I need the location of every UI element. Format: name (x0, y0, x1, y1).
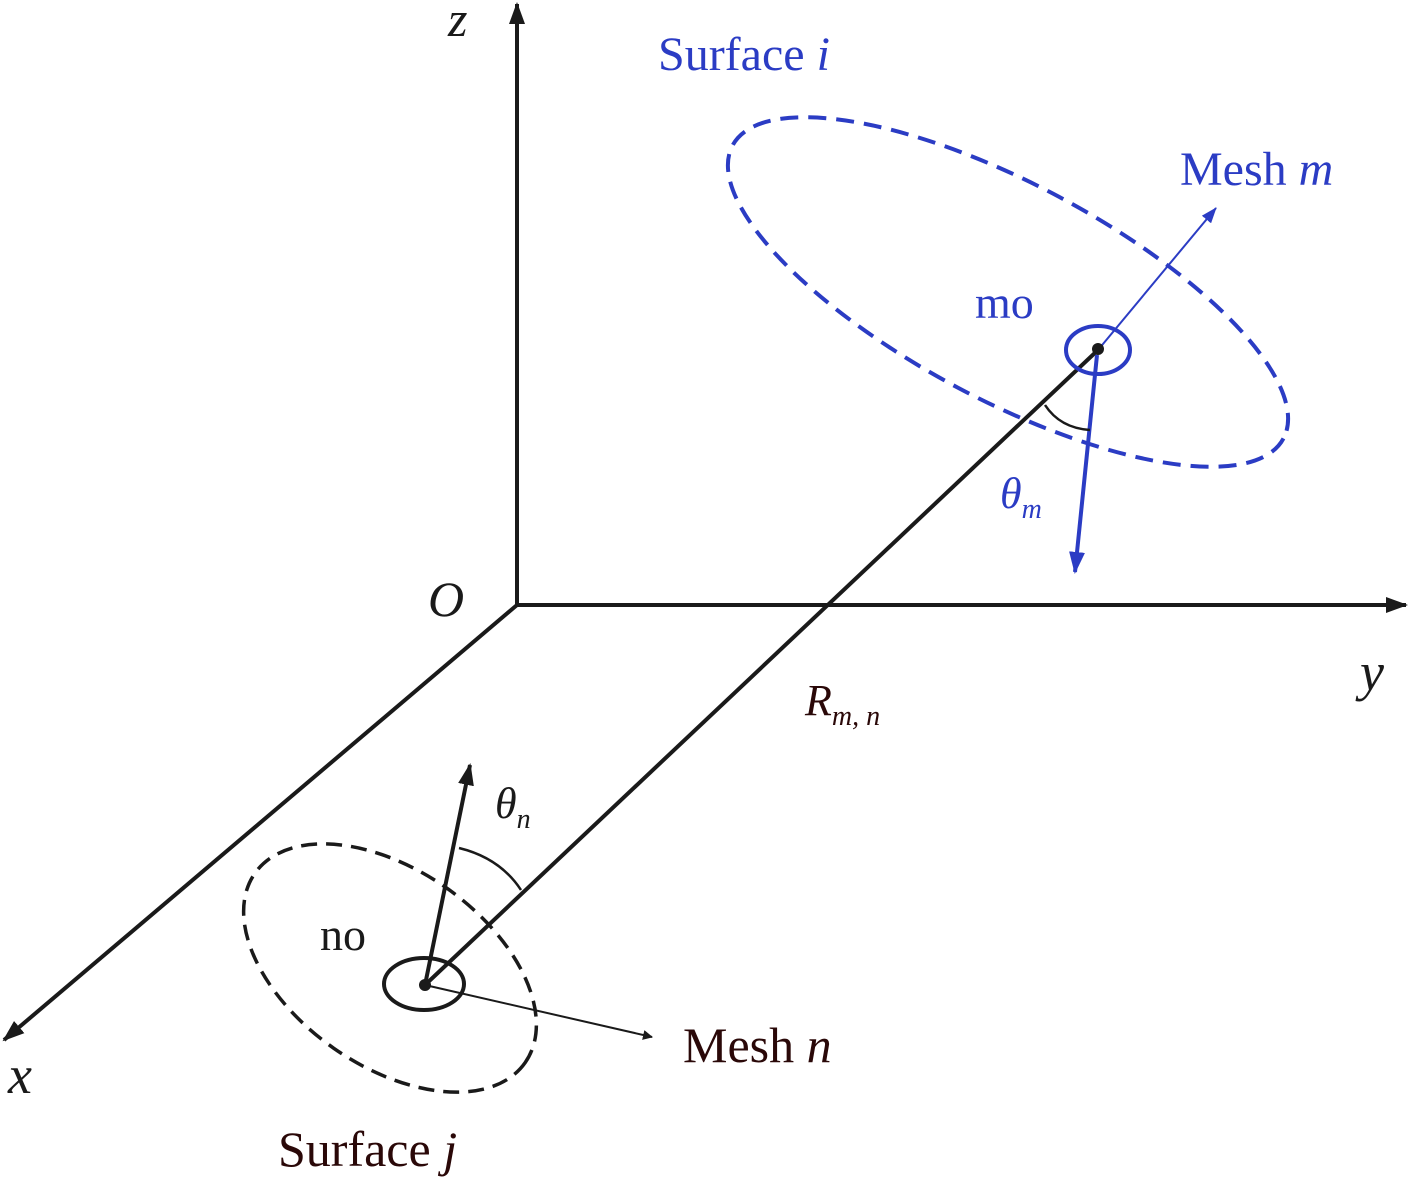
theta-m-arc (1043, 404, 1091, 432)
mesh-m-pointer (1097, 207, 1217, 351)
z-axis-label: z (447, 0, 467, 47)
x-axis-label: x (7, 1045, 32, 1105)
mesh-m-element (1064, 324, 1132, 376)
surface-i-label: Surface i (658, 28, 830, 81)
normal-m-arrow (1069, 354, 1099, 574)
theta-n-arc (458, 846, 523, 891)
x-axis (2, 603, 519, 1042)
normal-n-arrow (423, 763, 474, 986)
point-mo-dot (1092, 343, 1104, 355)
mesh-n-label: Mesh n (683, 1017, 832, 1073)
mesh-n-pointer (424, 984, 653, 1040)
point-no-dot (419, 979, 431, 991)
theta-m-label: θm (1000, 469, 1042, 525)
surface-i-ellipse (725, 115, 1291, 469)
surface-j-label: Surface j (278, 1121, 457, 1177)
origin-label: O (428, 571, 464, 627)
y-axis-label: y (1355, 642, 1384, 702)
mesh-n-element (382, 956, 466, 1012)
point-no-label: no (320, 909, 366, 960)
theta-n-label: θn (495, 779, 531, 835)
mesh-m-label: Mesh m (1180, 143, 1333, 196)
distance-line (423, 348, 1100, 987)
point-mo-label: mo (975, 277, 1034, 328)
distance-label: Rm, n (804, 676, 880, 732)
